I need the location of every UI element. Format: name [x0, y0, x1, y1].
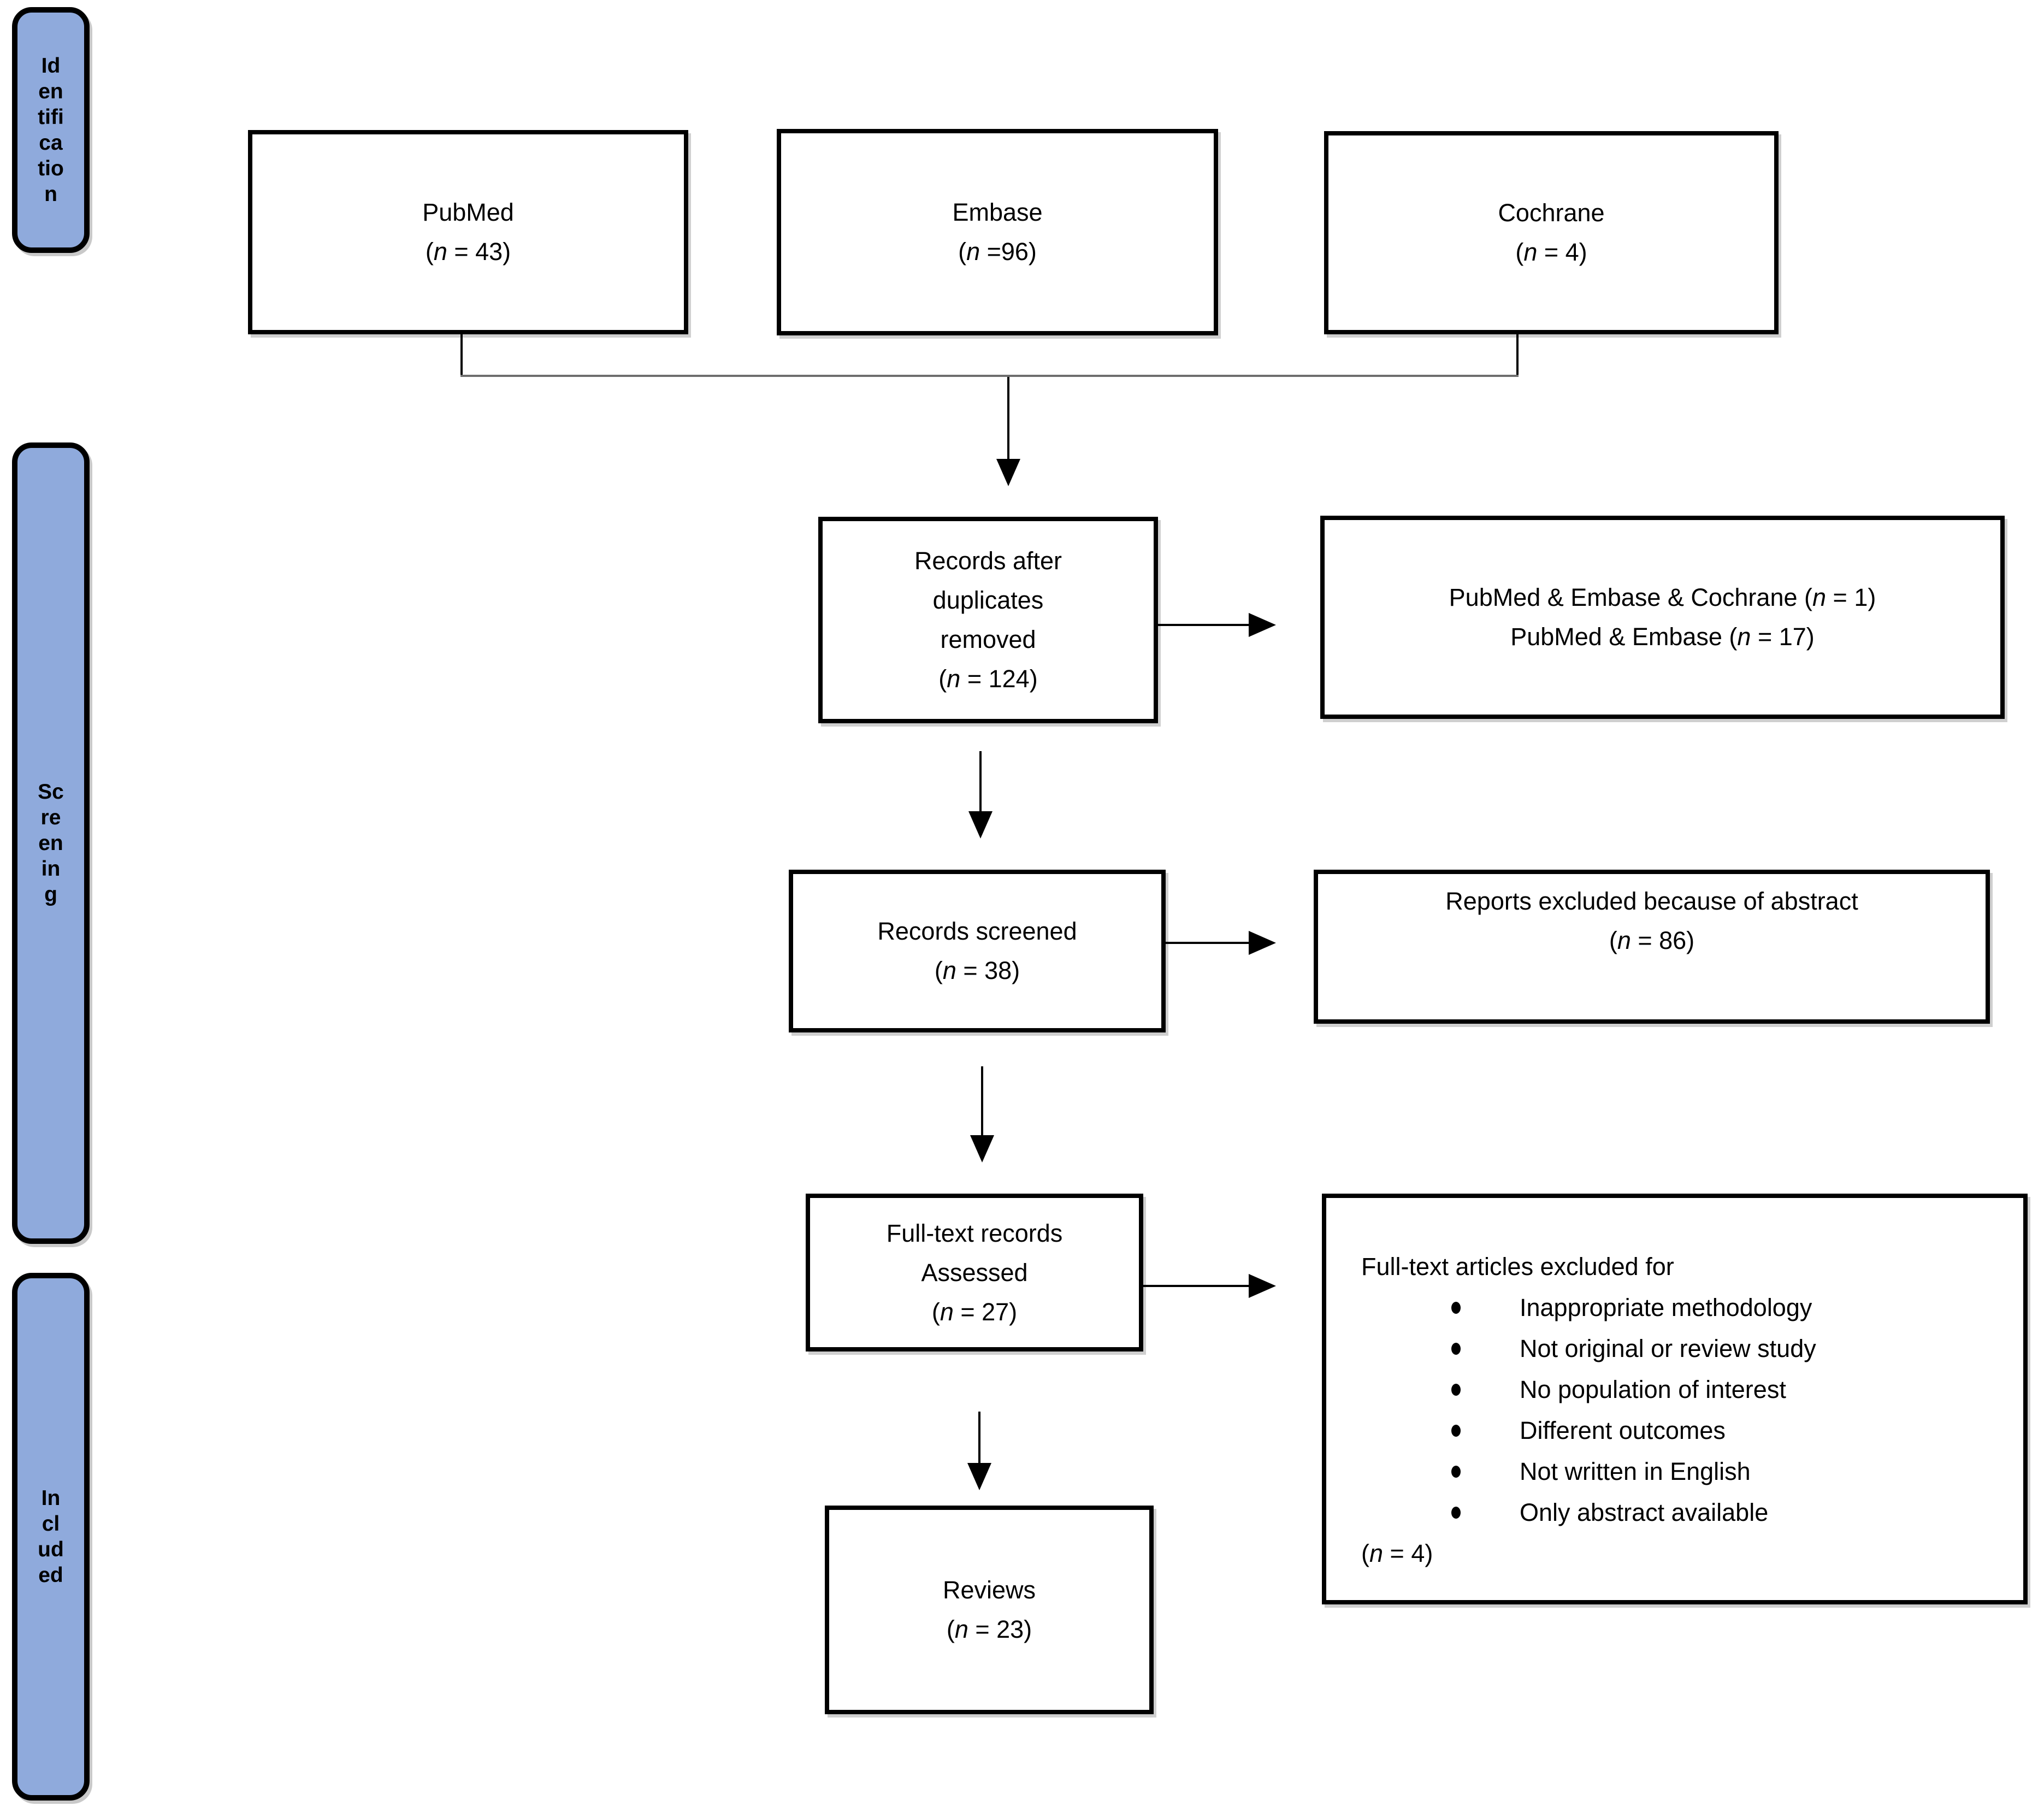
- fulltext-assessed-title: Full-text records Assessed: [886, 1219, 1063, 1286]
- flow-box-cochrane: Cochrane (n = 4): [1324, 131, 1779, 334]
- fulltext-excluded-item: Inappropriate methodology: [1451, 1287, 1816, 1328]
- connector-line-to-reviews: [978, 1412, 980, 1464]
- duplicates-overlap-line2: PubMed & Embase (n = 17): [1510, 623, 1815, 651]
- stage-label-included: In cl ud ed: [38, 1486, 64, 1587]
- arrow-down-icon: [968, 811, 993, 839]
- arrow-right-icon: [1249, 931, 1276, 955]
- fulltext-excluded-item: Not original or review study: [1451, 1328, 1816, 1369]
- connector-line-to-screened: [979, 751, 982, 812]
- fulltext-excluded-item-label: Inappropriate methodology: [1520, 1294, 1812, 1321]
- embase-count: (n =96): [958, 238, 1037, 265]
- bullet-icon: [1451, 1342, 1461, 1355]
- pubmed-count: (n = 43): [425, 238, 511, 265]
- cochrane-title: Cochrane: [1498, 199, 1605, 227]
- connector-line-duplicates-side: [1158, 624, 1250, 626]
- bullet-icon: [1451, 1383, 1461, 1396]
- fulltext-excluded-item-label: No population of interest: [1520, 1376, 1786, 1403]
- stage-bar-included: In cl ud ed: [12, 1273, 90, 1801]
- stage-bar-identification: Id en tifi ca tio n: [12, 7, 90, 253]
- connector-line-to-duplicates: [1007, 377, 1009, 460]
- flow-box-abstract-excluded: Reports excluded because of abstract (n …: [1314, 870, 1990, 1024]
- records-screened-count: (n = 38): [934, 957, 1020, 984]
- stage-label-identification: Id en tifi ca tio n: [38, 54, 64, 206]
- arrow-down-icon: [967, 1463, 991, 1490]
- fulltext-excluded-title: Full-text articles excluded for: [1361, 1253, 1674, 1280]
- arrow-right-icon: [1249, 613, 1276, 637]
- bullet-icon: [1451, 1424, 1461, 1437]
- abstract-excluded-count: (n = 86): [1609, 926, 1695, 954]
- embase-title: Embase: [952, 198, 1043, 226]
- flow-box-reviews: Reviews (n = 23): [825, 1506, 1154, 1714]
- bullet-icon: [1451, 1506, 1461, 1519]
- arrow-right-icon: [1249, 1274, 1276, 1298]
- flow-box-duplicates-overlap: PubMed & Embase & Cochrane (n = 1) PubMe…: [1320, 516, 2005, 719]
- fulltext-excluded-item: Not written in English: [1451, 1451, 1816, 1492]
- fulltext-excluded-item-label: Different outcomes: [1520, 1417, 1726, 1444]
- stage-label-screening: Sc re en in g: [38, 780, 64, 906]
- reviews-count: (n = 23): [946, 1615, 1032, 1643]
- connector-line-pubmed-drop: [460, 333, 463, 377]
- flow-box-embase: Embase (n =96): [777, 129, 1218, 335]
- cochrane-count: (n = 4): [1515, 238, 1587, 266]
- records-after-duplicates-title: Records after duplicates removed: [914, 547, 1062, 653]
- duplicates-overlap-line1: PubMed & Embase & Cochrane (n = 1): [1449, 583, 1876, 611]
- connector-line-merge-horizontal: [460, 375, 1519, 377]
- fulltext-excluded-list: Inappropriate methodology Not original o…: [1361, 1287, 1816, 1533]
- flow-box-pubmed: PubMed (n = 43): [248, 130, 688, 334]
- bullet-icon: [1451, 1465, 1461, 1478]
- fulltext-excluded-count: (n = 4): [1361, 1539, 1433, 1567]
- fulltext-excluded-item-label: Not original or review study: [1520, 1335, 1816, 1362]
- pubmed-title: PubMed: [422, 198, 514, 226]
- stage-bar-screening: Sc re en in g: [12, 442, 90, 1244]
- fulltext-assessed-count: (n = 27): [931, 1297, 1018, 1326]
- connector-line-to-fulltext: [981, 1066, 983, 1136]
- connector-line-fulltext-side: [1143, 1285, 1250, 1287]
- arrow-down-icon: [996, 459, 1020, 486]
- abstract-excluded-title: Reports excluded because of abstract: [1445, 887, 1858, 915]
- fulltext-excluded-item-label: Only abstract available: [1520, 1498, 1769, 1526]
- fulltext-excluded-item: Only abstract available: [1451, 1492, 1816, 1533]
- bullet-icon: [1451, 1301, 1461, 1314]
- records-screened-title: Records screened: [877, 917, 1077, 945]
- flow-box-records-screened: Records screened (n = 38): [789, 870, 1166, 1032]
- fulltext-excluded-item: No population of interest: [1451, 1369, 1816, 1410]
- connector-line-cochrane-drop: [1516, 333, 1519, 377]
- fulltext-excluded-item-label: Not written in English: [1520, 1457, 1751, 1485]
- connector-line-screened-side: [1166, 942, 1250, 944]
- flow-box-fulltext-assessed: Full-text records Assessed (n = 27): [806, 1194, 1143, 1351]
- flow-box-records-after-duplicates: Records after duplicates removed (n = 12…: [818, 517, 1158, 723]
- reviews-title: Reviews: [942, 1576, 1036, 1604]
- records-after-duplicates-count: (n = 124): [938, 665, 1038, 693]
- flow-box-fulltext-excluded: Full-text articles excluded for Inapprop…: [1322, 1194, 2028, 1604]
- arrow-down-icon: [970, 1135, 994, 1162]
- fulltext-excluded-item: Different outcomes: [1451, 1410, 1816, 1451]
